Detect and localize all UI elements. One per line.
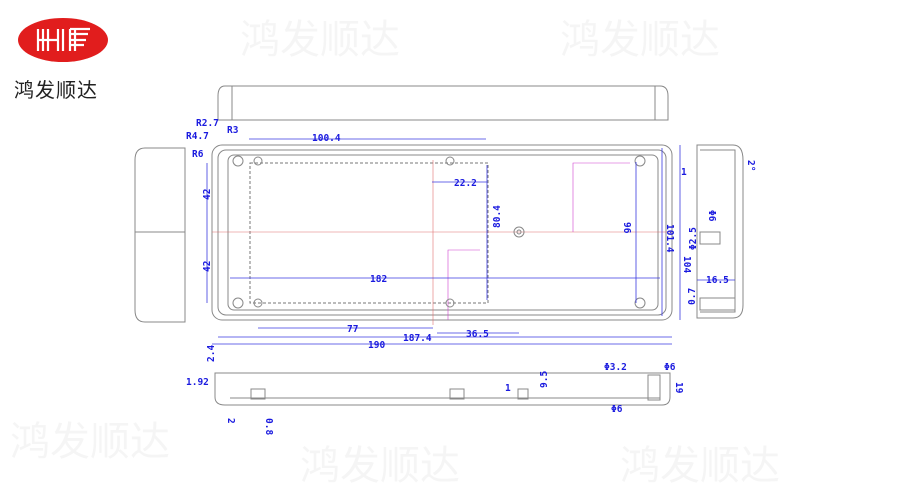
bottom-section-view: 2.4 1.92 2 0.8 1 9.5 Φ3.2 Φ6 Φ6 19 [186,345,684,436]
dim-label: 0.7 [687,288,698,305]
dim-label: 104 [681,256,692,273]
dim-label: 2° [745,160,756,171]
dim-label: 16.5 [706,275,729,286]
dim-label: 2 [225,418,236,424]
dim-label: 1 [681,167,687,178]
dim-label: 77 [347,324,358,335]
dim-label: R3 [227,125,239,136]
dim-label: 182 [370,274,387,285]
dim-label: 2.4 [206,345,217,362]
plan-view: 100.4 R2.7 R3 R4.7 R6 42 42 22.2 80.4 18… [186,118,692,351]
dim-label: 42 [202,189,213,200]
dim-label: R2.7 [196,118,219,129]
side-section-view: 1 Φ6 Φ2.5 16.5 0.7 2° [681,144,756,319]
dim-label: 1.92 [186,377,209,388]
top-view [217,85,669,121]
dim-label: 101.4 [664,224,675,253]
dim-label: Φ6 [611,404,623,415]
brand-name: 鸿发顺达 [14,78,98,102]
dim-label: 42 [202,261,213,272]
hf-logo-icon [36,27,90,51]
dim-label: 22.2 [454,178,477,189]
dim-label: R6 [192,149,204,160]
dim-label: 9.5 [539,371,550,388]
dim-label: 36.5 [466,329,489,340]
left-side-view [134,147,186,323]
dim-label: Φ3.2 [604,362,627,373]
dim-label: Φ2.5 [688,227,699,250]
dim-label: 100.4 [312,133,341,144]
dim-label: 190 [368,340,385,351]
dim-label: 96 [621,222,632,234]
dim-label: 187.4 [403,333,432,344]
dim-label: 80.4 [492,205,503,228]
dim-label: Φ6 [706,210,717,222]
dim-label: Φ6 [664,362,676,373]
dim-label: 0.8 [263,418,274,435]
dim-label: 1 [505,383,511,394]
dim-label: 19 [673,382,684,394]
dim-label: R4.7 [186,131,209,142]
brand-logo [18,18,108,62]
